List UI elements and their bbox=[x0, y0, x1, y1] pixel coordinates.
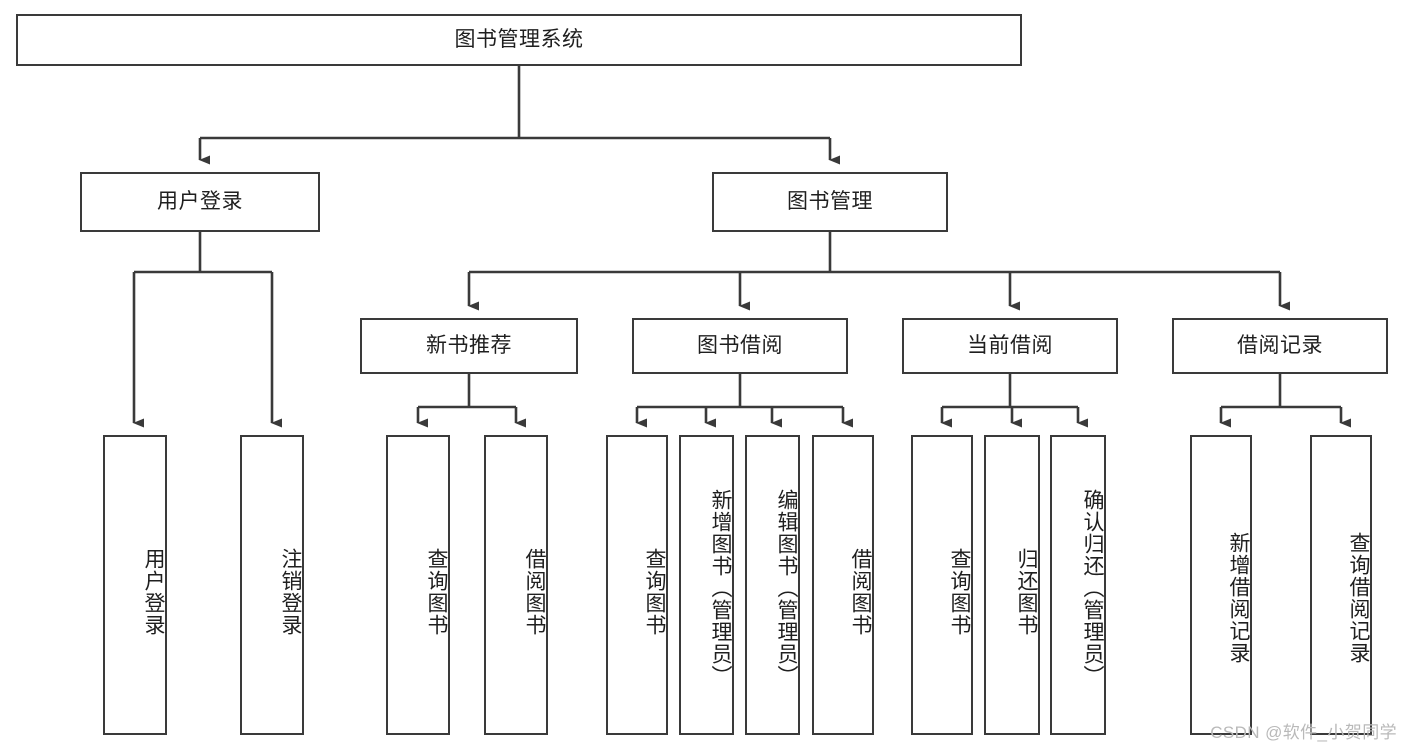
node-root-label: 图书管理系统 bbox=[454, 28, 584, 52]
node-book-manage-label: 图书管理 bbox=[787, 190, 873, 214]
leaf-borrow-book-2[interactable]: 借阅图书 bbox=[812, 435, 874, 735]
leaf-query-book-2-label: 查询图书 bbox=[643, 548, 666, 636]
leaf-return-book[interactable]: 归还图书 bbox=[984, 435, 1040, 735]
leaf-query-borrow-record-label: 查询借阅记录 bbox=[1347, 532, 1370, 664]
watermark: CSDN @软件_小贺同学 bbox=[1210, 723, 1397, 742]
leaf-query-book-1-label: 查询图书 bbox=[425, 548, 448, 636]
node-user-login[interactable]: 用户登录 bbox=[80, 172, 320, 232]
leaf-return-book-label: 归还图书 bbox=[1015, 548, 1038, 636]
leaf-edit-book-admin[interactable]: 编辑图书（管理员） bbox=[745, 435, 800, 735]
leaf-user-logout[interactable]: 注销登录 bbox=[240, 435, 304, 735]
leaf-user-logout-label: 注销登录 bbox=[279, 548, 302, 636]
node-book-manage[interactable]: 图书管理 bbox=[712, 172, 948, 232]
node-borrow-record[interactable]: 借阅记录 bbox=[1172, 318, 1388, 374]
leaf-borrow-book-2-label: 借阅图书 bbox=[849, 548, 872, 636]
node-current-borrow-label: 当前借阅 bbox=[967, 334, 1053, 358]
node-new-book-recommend[interactable]: 新书推荐 bbox=[360, 318, 578, 374]
node-book-borrow[interactable]: 图书借阅 bbox=[632, 318, 848, 374]
leaf-add-borrow-record-label: 新增借阅记录 bbox=[1227, 532, 1250, 664]
leaf-add-book-admin-label: 新增图书（管理员） bbox=[709, 489, 732, 687]
leaf-query-borrow-record[interactable]: 查询借阅记录 bbox=[1310, 435, 1372, 735]
leaf-user-login[interactable]: 用户登录 bbox=[103, 435, 167, 735]
leaf-add-borrow-record[interactable]: 新增借阅记录 bbox=[1190, 435, 1252, 735]
node-root[interactable]: 图书管理系统 bbox=[16, 14, 1022, 66]
leaf-confirm-return-admin-label: 确认归还（管理员） bbox=[1081, 489, 1104, 687]
node-borrow-record-label: 借阅记录 bbox=[1237, 334, 1323, 358]
leaf-user-login-label: 用户登录 bbox=[142, 548, 165, 636]
node-book-borrow-label: 图书借阅 bbox=[697, 334, 783, 358]
leaf-query-book-3-label: 查询图书 bbox=[948, 548, 971, 636]
leaf-borrow-book-1[interactable]: 借阅图书 bbox=[484, 435, 548, 735]
node-new-book-recommend-label: 新书推荐 bbox=[426, 334, 512, 358]
leaf-query-book-2[interactable]: 查询图书 bbox=[606, 435, 668, 735]
leaf-query-book-3[interactable]: 查询图书 bbox=[911, 435, 973, 735]
node-current-borrow[interactable]: 当前借阅 bbox=[902, 318, 1118, 374]
node-user-login-label: 用户登录 bbox=[157, 190, 243, 214]
leaf-borrow-book-1-label: 借阅图书 bbox=[523, 548, 546, 636]
leaf-confirm-return-admin[interactable]: 确认归还（管理员） bbox=[1050, 435, 1106, 735]
leaf-add-book-admin[interactable]: 新增图书（管理员） bbox=[679, 435, 734, 735]
leaf-query-book-1[interactable]: 查询图书 bbox=[386, 435, 450, 735]
leaf-edit-book-admin-label: 编辑图书（管理员） bbox=[775, 489, 798, 687]
